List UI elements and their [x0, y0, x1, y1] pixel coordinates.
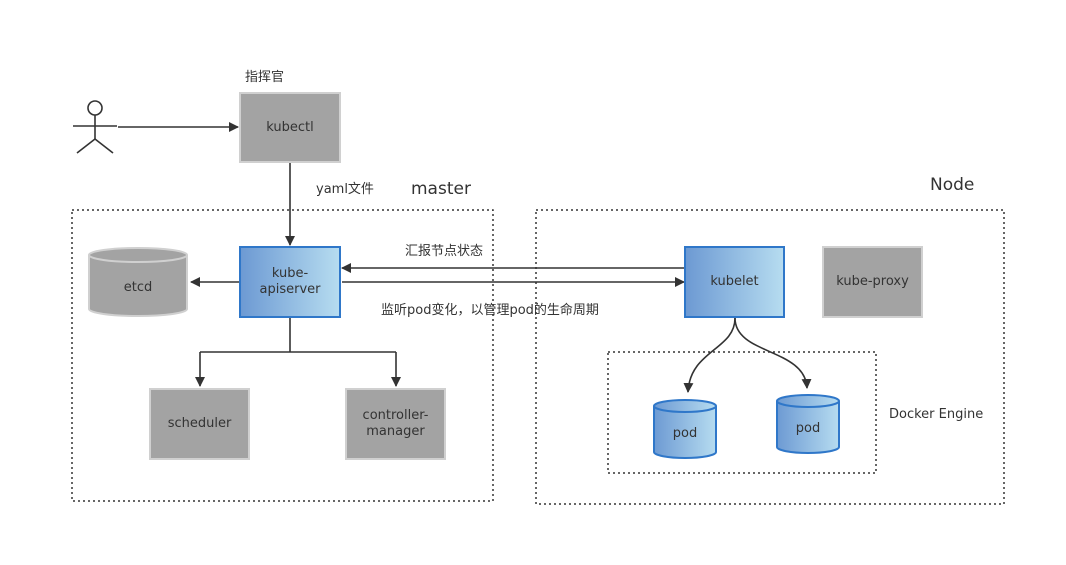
apiserver-box[interactable]: kube- apiserver — [239, 246, 341, 318]
stick-figure-icon — [73, 100, 117, 154]
scheduler-label: scheduler — [167, 416, 232, 431]
pod-cylinder-2 — [776, 394, 840, 454]
docker-engine-label: Docker Engine — [889, 407, 984, 422]
kube-proxy-box[interactable]: kube-proxy — [822, 246, 923, 318]
node-container — [535, 209, 1005, 505]
kubectl-label: kubectl — [266, 119, 314, 135]
kubectl-box[interactable]: kubectl — [239, 92, 341, 163]
scheduler-box[interactable]: scheduler — [149, 388, 250, 460]
commander-label: 指挥官 — [245, 70, 285, 85]
apiserver-label: kube- apiserver — [259, 266, 321, 297]
etcd-cylinder — [88, 247, 188, 317]
controller-manager-label: controller- manager — [362, 408, 429, 439]
master-label: master — [411, 179, 471, 199]
arrow-kubelet-pod2 — [734, 317, 812, 389]
controller-manager-box[interactable]: controller- manager — [345, 388, 446, 460]
pod-label-1: pod — [672, 426, 698, 441]
kube-proxy-label: kube-proxy — [836, 274, 909, 289]
pod-cylinder-1 — [653, 399, 717, 459]
arrow-kubelet-pod1 — [683, 317, 736, 393]
kubelet-box[interactable]: kubelet — [684, 246, 785, 318]
kubelet-label: kubelet — [710, 274, 759, 289]
etcd-label: etcd — [123, 280, 153, 295]
master-container — [71, 209, 494, 502]
watch-pod-label: 监听pod变化，以管理pod的生命周期 — [381, 303, 599, 318]
arrow-apiserver-children — [195, 318, 401, 387]
report-status-label: 汇报节点状态 — [405, 244, 484, 259]
yaml-label: yaml文件 — [316, 182, 374, 197]
pod-label-2: pod — [795, 421, 821, 436]
node-label: Node — [930, 175, 975, 195]
